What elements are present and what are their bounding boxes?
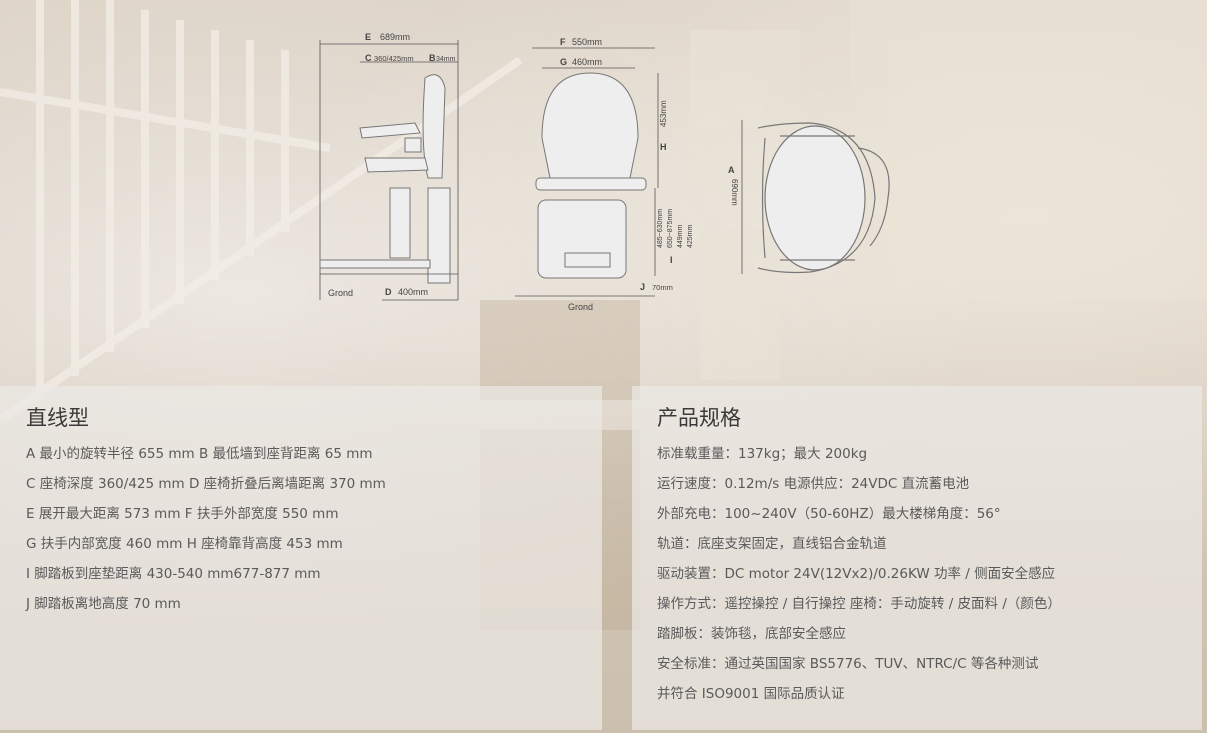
list-item: 外部充电：100~240V（50-60HZ）最大楼梯角度：56°	[657, 506, 1001, 522]
dim-d-value: 400mm	[398, 287, 428, 297]
list-item: 踏脚板：装饰毯，底部安全感应	[657, 626, 846, 642]
side-view-diagram: E 689mm C 360/425mm B 34mm Grond D 400mm	[319, 32, 459, 301]
dim-i-value-1: 485~630mm	[657, 209, 664, 248]
product-specs-panel: 产品规格 标准载重量：137kg；最大 200kg 运行速度：0.12m/s 电…	[632, 386, 1202, 730]
dim-h-value: 453mm	[659, 100, 668, 127]
list-item: C 座椅深度 360/425 mm D 座椅折叠后离墙距离 370 mm	[26, 476, 386, 492]
dim-j-value: 70mm	[652, 283, 673, 292]
dim-g-value: 460mm	[572, 57, 602, 67]
front-view-diagram: F 550mm G 460mm H 453mm I 485~630mm 650~…	[515, 37, 694, 312]
model-dimensions-panel: 直线型 A 最小的旋转半径 655 mm B 最低墙到座背距离 65 mm C …	[0, 386, 602, 730]
list-item: 运行速度：0.12m/s 电源供应：24VDC 直流蓄电池	[657, 476, 970, 492]
list-item: 安全标准：通过英国国家 BS5776、TUV、NTRC/C 等各种测试	[657, 656, 1039, 672]
dim-a-letter: A	[728, 165, 735, 175]
dim-f-letter: F	[560, 37, 566, 47]
dim-i-value-3: 449mm	[677, 224, 684, 248]
dim-b-letter: B	[429, 53, 436, 63]
list-item: 驱动装置：DC motor 24V(12Vx2)/0.26KW 功率 / 侧面安…	[657, 566, 1056, 582]
dim-g-letter: G	[560, 57, 567, 67]
list-item: J 脚踏板离地高度 70 mm	[26, 596, 181, 612]
dimension-diagrams: E 689mm C 360/425mm B 34mm Grond D 400mm	[319, 32, 890, 312]
list-item: 并符合 ISO9001 国际品质认证	[657, 686, 845, 702]
list-item: 标准载重量：137kg；最大 200kg	[657, 446, 868, 462]
top-view-diagram: A 690mm	[728, 120, 890, 274]
list-item: 操作方式：遥控操控 / 自行操控 座椅：手动旋转 / 皮面料 /（颜色）	[657, 596, 1061, 612]
dim-c-letter: C	[365, 53, 372, 63]
spec-list: 标准载重量：137kg；最大 200kg 运行速度：0.12m/s 电源供应：2…	[657, 439, 1202, 709]
dim-i-value-4: 425mm	[687, 224, 694, 248]
list-item: G 扶手内部宽度 460 mm H 座椅靠背高度 453 mm	[26, 536, 343, 552]
list-item: E 展开最大距离 573 mm F 扶手外部宽度 550 mm	[26, 506, 339, 522]
dim-e-value: 689mm	[380, 32, 410, 42]
dim-j-letter: J	[640, 282, 645, 292]
list-item: I 脚踏板到座垫距离 430-540 mm677-877 mm	[26, 566, 321, 582]
dim-a-value: 690mm	[730, 179, 739, 206]
dim-f-value: 550mm	[572, 37, 602, 47]
front-ground-label: Grond	[568, 302, 593, 312]
dimension-list: A 最小的旋转半径 655 mm B 最低墙到座背距离 65 mm C 座椅深度…	[26, 439, 602, 619]
side-ground-label: Grond	[328, 288, 353, 298]
dim-i-value-2: 650~875mm	[667, 209, 674, 248]
panel-title: 产品规格	[657, 406, 741, 430]
dim-c-value: 360/425mm	[374, 54, 414, 63]
list-item: 轨道：底座支架固定，直线铝合金轨道	[657, 536, 887, 552]
dim-h-letter: H	[660, 142, 667, 152]
dim-i-letter: I	[670, 255, 673, 265]
list-item: A 最小的旋转半径 655 mm B 最低墙到座背距离 65 mm	[26, 446, 373, 462]
dim-d-letter: D	[385, 287, 392, 297]
dim-b-value: 34mm	[436, 56, 456, 63]
panel-title: 直线型	[26, 406, 89, 430]
dim-e-letter: E	[365, 32, 371, 42]
